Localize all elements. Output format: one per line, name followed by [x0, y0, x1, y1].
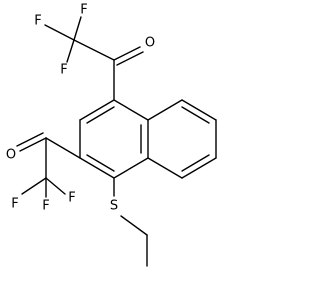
atom-label-f: F	[42, 199, 49, 214]
bond-ring-c4-c3	[79, 99, 115, 121]
bond-carbonyl-oxygen-top-double	[116, 51, 144, 66]
bond-cf3-carbonyl-top	[73, 39, 115, 61]
atom-label-f: F	[11, 197, 18, 212]
bond-ring-c5-c6	[181, 99, 217, 121]
bond-sulfur-ch2	[120, 215, 148, 236]
atom-label-f: F	[68, 191, 75, 206]
bond-cf3-f-bottom-upper	[45, 177, 66, 195]
bond-carbonyl-oxygen-top	[113, 46, 141, 61]
bond-cf3-f-bottom-left	[21, 177, 47, 195]
structure-canvas: F F F O O S F F F	[6, 3, 217, 267]
bond-carbonyl-oxygen-left	[19, 137, 47, 152]
bond-ring-c2-c1-inner	[86, 154, 115, 172]
atom-label-o: O	[145, 36, 155, 51]
bond-carbonyl-oxygen-left-double	[16, 132, 44, 147]
bond-ring-c5-c6-inner	[181, 106, 210, 124]
bond-ring-c8-c8a	[147, 157, 183, 179]
atom-label-f: F	[60, 63, 67, 78]
atom-label-s: S	[110, 199, 118, 214]
atom-label-f: F	[80, 3, 87, 18]
atom-label-o: O	[6, 148, 16, 163]
bond-ring-carbonyl-left	[45, 137, 81, 159]
molecule-structure: F F F O O S F F F	[6, 3, 217, 267]
bond-ring-c4a-c4	[113, 99, 149, 121]
bond-ring-c7-c8-inner	[181, 154, 210, 172]
bond-cf3-f-top-left	[44, 24, 75, 41]
atom-label-f: F	[34, 14, 41, 29]
bond-ring-c4a-c5	[147, 99, 183, 121]
bond-cf3-f-top-center	[73, 16, 82, 41]
bond-ring-c7-c8	[181, 157, 217, 179]
bond-ring-c2-c1	[79, 157, 115, 179]
bond-ring-c4-c3-inner	[86, 106, 115, 124]
bond-cf3-f-top-lower	[66, 39, 75, 63]
bond-ring-c1-c8a	[113, 157, 149, 179]
